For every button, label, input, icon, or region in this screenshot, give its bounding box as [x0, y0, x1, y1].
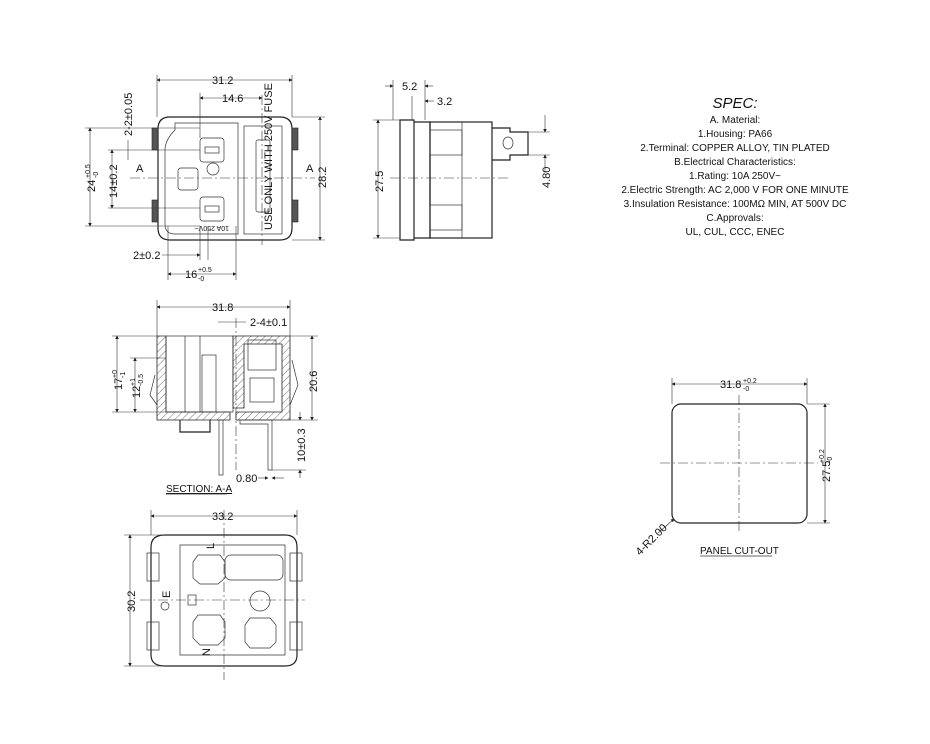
cutout-width-tol-minus: -0 — [743, 386, 749, 393]
spec-line: 2.Terminal: COPPER ALLOY, TIN PLATED — [640, 143, 830, 154]
terminal-label-e: E — [161, 591, 173, 598]
bottom-width-dim: 33.2 — [212, 511, 233, 523]
depth1-tol-plus: +0 — [112, 370, 119, 378]
front-view: USE ONLY WITH 250V FUSE 10A 250V~ 31.2 1… — [85, 75, 329, 283]
spec-line: A. Material: — [710, 115, 761, 126]
pin-span-dim: 14.6 — [222, 93, 243, 105]
inlet-width-dim: 16 — [185, 269, 197, 281]
section-pin-dim: 2-4±0.1 — [250, 317, 287, 329]
spec-line: B.Electrical Characteristics: — [674, 157, 796, 168]
terminal-label-l: L — [205, 543, 217, 549]
depth2-tol-minus: -0.5 — [138, 374, 145, 386]
spec-line: C.Approvals: — [706, 213, 763, 224]
section-mark-right: A — [306, 163, 314, 175]
cutout-width-tol-plus: +0.2 — [743, 378, 757, 385]
spec-line: 1.Rating: 10A 250V~ — [689, 171, 781, 182]
terminal-length-dim: 10±0.3 — [296, 428, 308, 462]
section-height-dim: 20.6 — [308, 371, 320, 392]
pin-pitch-dim: 14±0.2 — [108, 164, 120, 198]
terminal-thickness-dim: 0.80 — [236, 473, 257, 485]
front-height-dim: 28.2 — [317, 167, 329, 188]
rating-marking: 10A 250V~ — [195, 224, 229, 231]
cutout-height-tol-plus: +0.2 — [819, 449, 826, 463]
cutout-height-dim: 27.5 — [821, 461, 833, 482]
terminal-label-n: N — [201, 648, 213, 656]
cutout-title: PANEL CUT-OUT — [700, 546, 779, 557]
inlet-tol-plus: +0.5 — [198, 267, 212, 274]
flange-inner-dim: 3.2 — [437, 96, 452, 108]
overall-dim: 24 — [86, 180, 98, 192]
section-width-dim: 31.8 — [212, 302, 233, 314]
side-view: 5.2 3.2 27.5 4.80 — [373, 80, 553, 241]
pin-thickness-dim: 2±0.2 — [133, 250, 160, 262]
overall-tol-minus: -0 — [93, 172, 100, 178]
section-title: SECTION: A-A — [166, 484, 232, 495]
cutout-width-dim: 31.8 — [720, 379, 741, 391]
depth2-dim: 12 — [131, 386, 143, 398]
corner-radius-dim: 4-R2.00 — [634, 522, 670, 558]
flange-dim: 5.2 — [402, 81, 417, 93]
depth1-dim: 17 — [113, 378, 125, 390]
spec-title: SPEC: — [712, 95, 757, 112]
inlet-tol-minus: -0 — [198, 276, 204, 283]
panel-cutout: 31.8 +0.2 -0 27.5 +0.2 -0 4-R2.00 PANEL … — [634, 378, 834, 558]
front-width-dim: 31.2 — [212, 75, 233, 87]
overall-tol-plus: +0.5 — [85, 164, 92, 178]
cutout-height-tol-minus: -0 — [827, 457, 834, 463]
section-a-a: 31.8 2-4±0.1 17 +0 -1 12 +1 -0.5 20.6 10… — [112, 300, 320, 495]
fuse-warning-text: USE ONLY WITH 250V FUSE — [263, 83, 275, 230]
section-mark-left: A — [136, 163, 144, 175]
bottom-view: L N E 33.2 30.2 — [124, 510, 305, 680]
tab-width-dim: 4.80 — [541, 167, 553, 188]
spec-line: 3.Insulation Resistance: 100MΩ MIN, AT 5… — [624, 199, 847, 210]
depth2-tol-plus: +1 — [130, 378, 137, 386]
spec-line: UL, CUL, CCC, ENEC — [686, 227, 785, 238]
depth1-tol-minus: -1 — [120, 372, 127, 378]
pin-width-dim: 2-2±0.05 — [123, 93, 135, 136]
side-height-dim: 27.5 — [374, 171, 386, 192]
bottom-height-dim: 30.2 — [126, 591, 138, 612]
spec-line: 1.Housing: PA66 — [698, 129, 773, 140]
spec-block: SPEC: A. Material: 1.Housing: PA66 2.Ter… — [621, 95, 849, 238]
spec-line: 2.Electric Strength: AC 2,000 V FOR ONE … — [621, 185, 849, 196]
